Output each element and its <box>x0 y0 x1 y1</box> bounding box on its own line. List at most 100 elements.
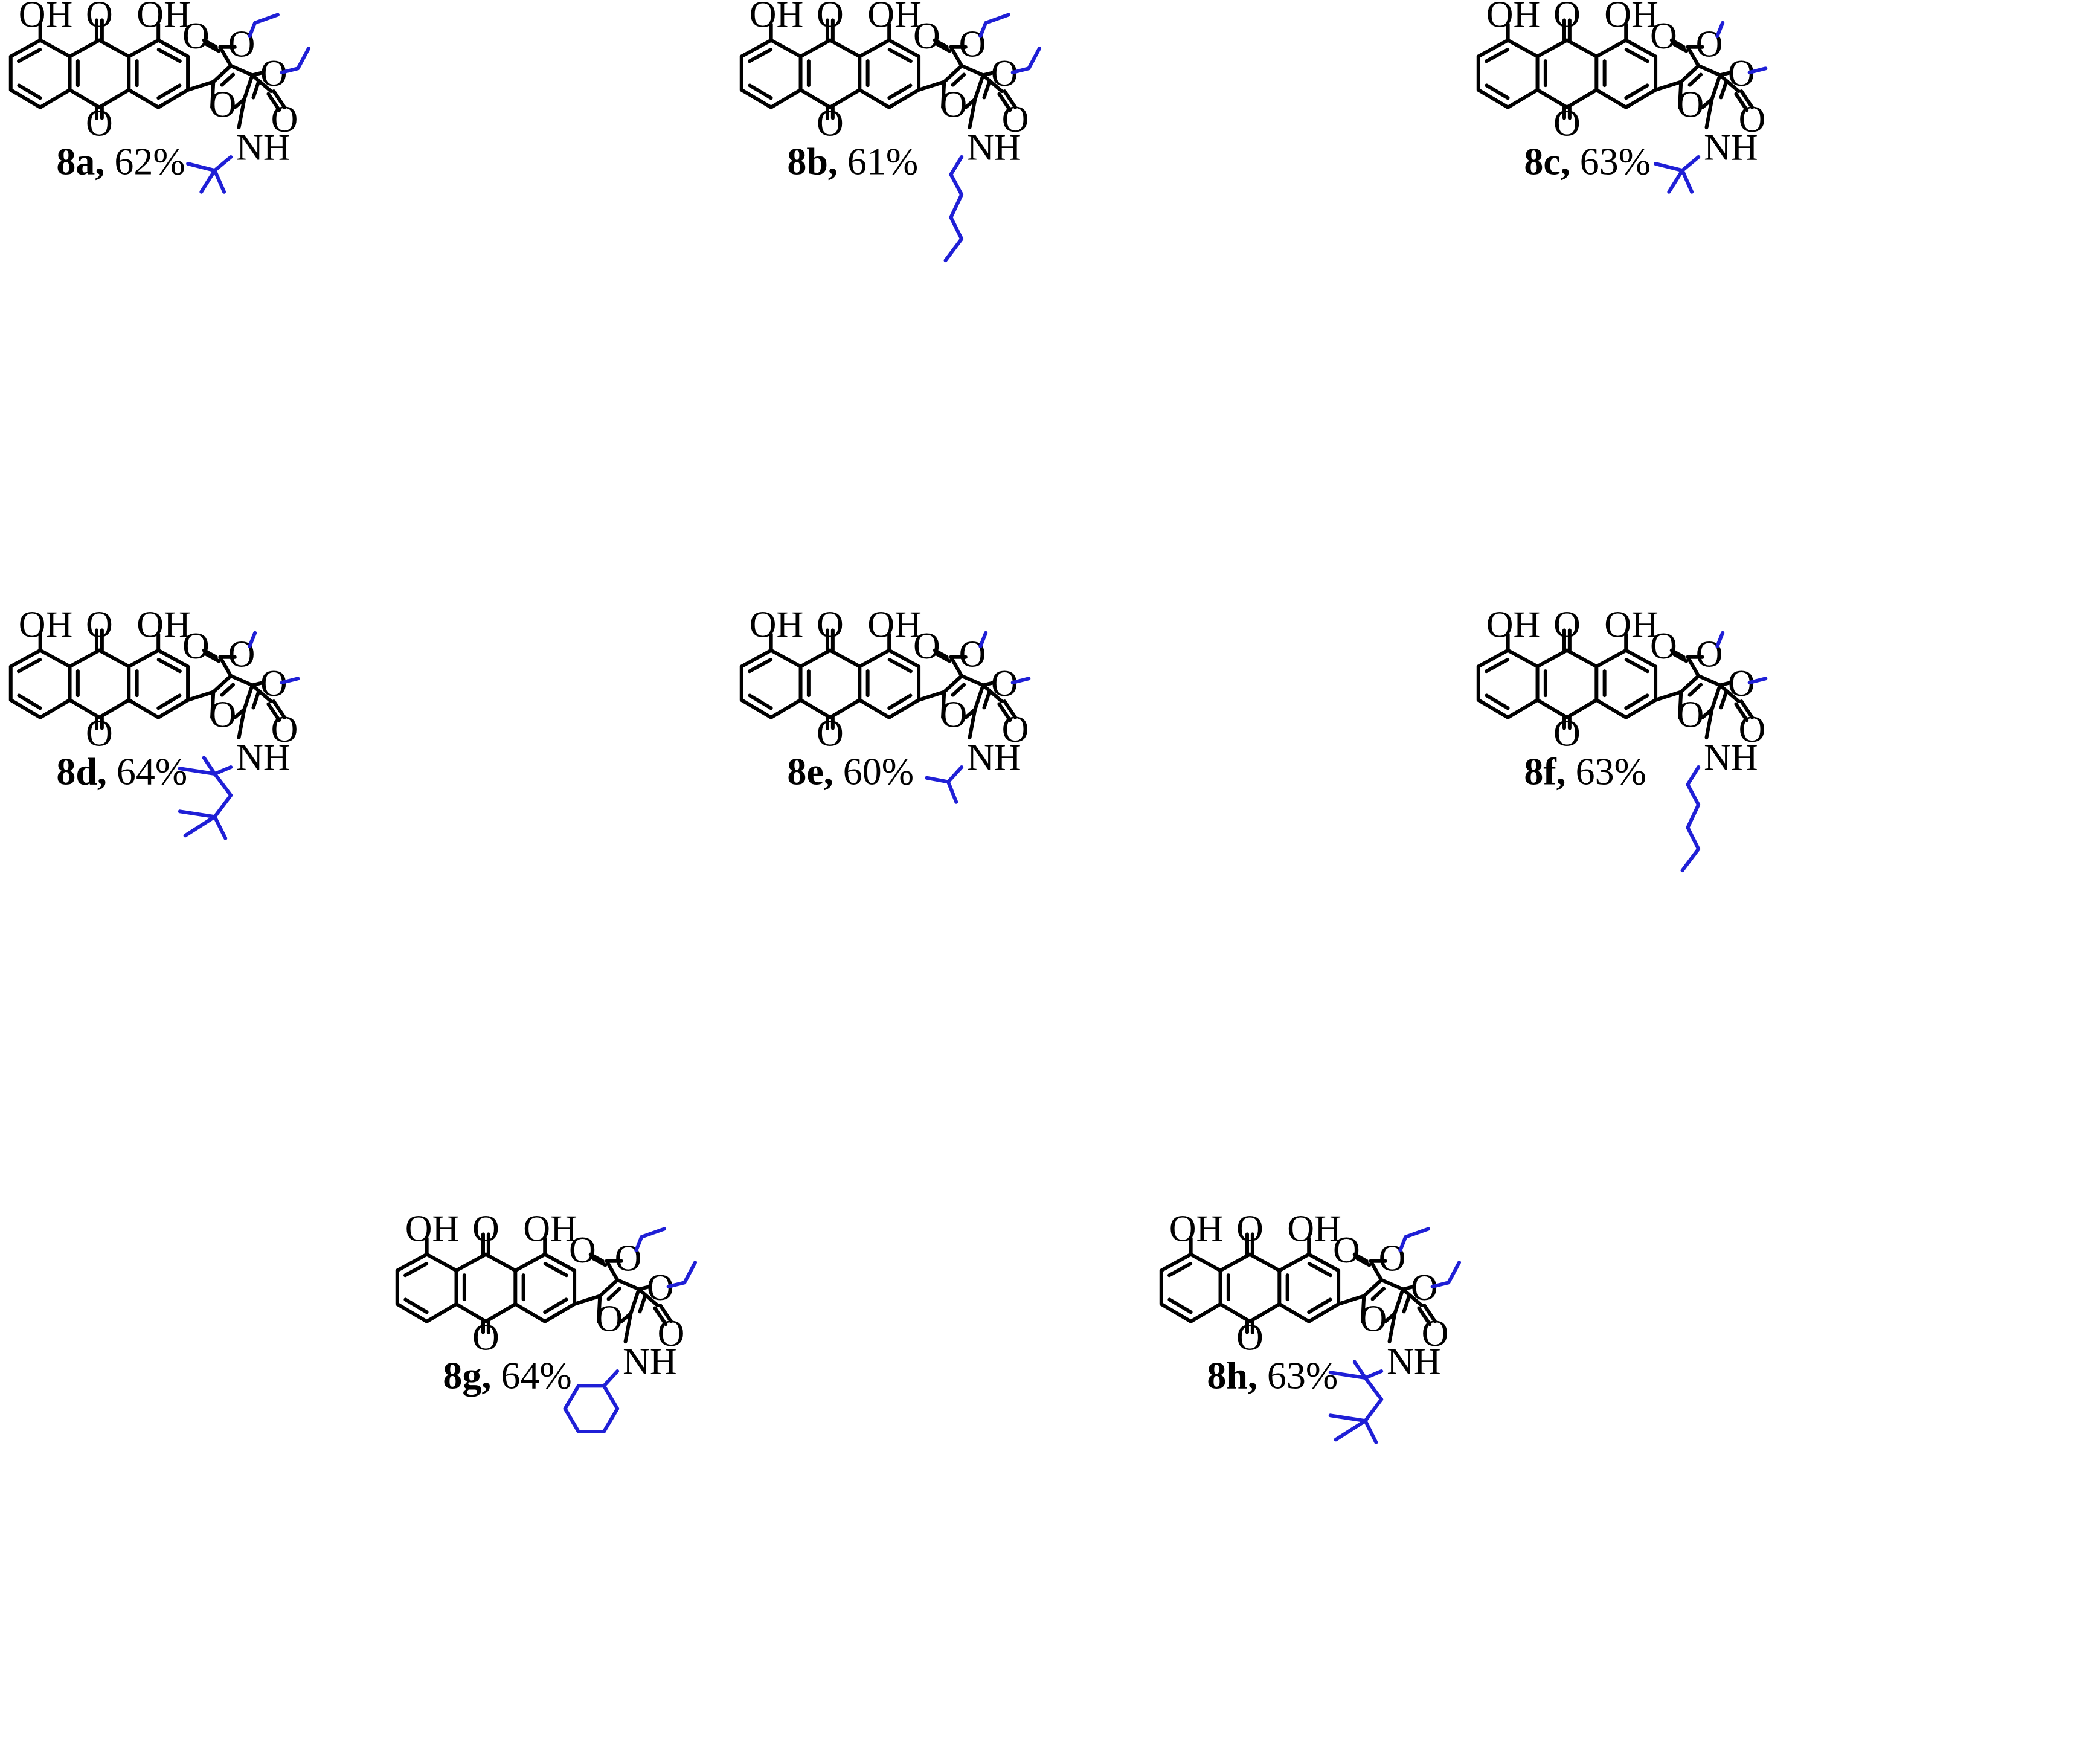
compound-yield: 64% <box>107 750 187 793</box>
compound-caption: 8b, 61% <box>787 140 918 182</box>
tert-octyl-group <box>183 815 217 838</box>
amine-bond <box>623 1311 633 1344</box>
furan-bond <box>597 1294 602 1323</box>
ester-carbonyl-bond <box>1417 1306 1432 1326</box>
furan-double-bond <box>982 690 991 710</box>
furan-bond <box>1361 1294 1366 1323</box>
tert-octyl-group <box>178 809 217 819</box>
left-ring-double-bond <box>748 48 773 63</box>
ester-carbonyl-oxygen: O <box>1422 1313 1449 1354</box>
middle-ring-bond <box>1248 1252 1282 1273</box>
amine-nh-label: NH <box>236 127 291 168</box>
ester-carbonyl-bond <box>1734 702 1749 722</box>
furan-bond <box>210 80 216 109</box>
ester-carbonyl-bond <box>1352 1252 1369 1263</box>
amine-bond <box>968 97 977 130</box>
caption-separator: , <box>1561 140 1570 182</box>
furan-bond <box>1697 674 1722 687</box>
middle-ring-bond <box>828 648 862 669</box>
ester-bond <box>218 655 233 678</box>
ester-carbonyl-bond <box>933 38 949 49</box>
middle-ring-bond <box>97 698 131 719</box>
furan-double-bond <box>606 1287 622 1301</box>
middle-ring-bond <box>68 648 101 669</box>
hydroxyl-label: OH <box>867 0 922 35</box>
methyl-ester-chain <box>1747 66 1768 74</box>
amine-nh-label: NH <box>1387 1341 1441 1382</box>
compound-yield: 61% <box>838 140 918 182</box>
amine-nh-label: NH <box>1704 127 1758 168</box>
furan-bond <box>242 683 254 712</box>
furan-bond <box>242 73 254 101</box>
furan-double-bond <box>220 683 236 697</box>
aryl-furan-bond <box>1654 80 1683 92</box>
tert-octyl-group <box>1363 1376 1384 1401</box>
furan-bond <box>229 674 254 687</box>
furan-double-bond <box>220 72 236 87</box>
amine-bond <box>1704 707 1714 740</box>
furan-bond <box>1710 73 1722 101</box>
middle-ring-bond <box>1565 88 1599 109</box>
ester-carbonyl-oxygen: O <box>1650 16 1677 57</box>
aryl-furan-bond <box>917 80 946 92</box>
furan-bond <box>973 73 985 101</box>
middle-ring-bond <box>68 88 101 109</box>
ester-bond <box>949 655 964 678</box>
left-ring-double-bond <box>1485 658 1510 674</box>
tert-butyl-group <box>1680 169 1694 194</box>
compound-caption: 8c, 63% <box>1524 140 1651 182</box>
ester-carbonyl-bond <box>936 42 952 53</box>
caption-separator: , <box>97 750 107 793</box>
furan-bond <box>1679 63 1701 84</box>
ester-carbonyl-oxygen: O <box>1002 99 1029 140</box>
furan-double-bond <box>638 1294 647 1314</box>
middle-ring-bond <box>798 38 832 59</box>
tert-octyl-group <box>1363 1369 1384 1380</box>
ester-bond <box>981 680 996 687</box>
ethyl-ester-chain <box>666 1260 698 1288</box>
amine-nh-label: NH <box>967 127 1021 168</box>
furan-bond <box>615 1278 641 1291</box>
ester-bond <box>1369 1259 1384 1282</box>
carbonyl-oxygen: O <box>1553 604 1581 645</box>
right-ring-double-bond <box>887 48 913 63</box>
ester-carbonyl-bond <box>1739 89 1755 109</box>
ester-bond <box>1686 45 1701 68</box>
amine-bond <box>237 707 246 740</box>
ester-bond <box>1718 73 1741 94</box>
ester-bond <box>981 70 996 77</box>
ester-carbonyl-bond <box>272 89 287 109</box>
tert-octyl-group <box>213 793 233 819</box>
aryl-furan-bond <box>917 690 946 702</box>
hydroxyl-label: OH <box>136 604 191 645</box>
furan-bond <box>1678 80 1683 109</box>
caption-separator: , <box>1556 750 1566 793</box>
right-ring-double-bond <box>156 48 182 63</box>
tert-butyl-group <box>186 162 217 173</box>
hydroxyl-label: OH <box>1486 0 1541 35</box>
carbonyl-oxygen: O <box>1236 1317 1264 1358</box>
tert-butyl-group <box>1654 162 1684 173</box>
methyl-ester-chain <box>1010 677 1031 684</box>
ethyl-ester-chain <box>280 46 311 74</box>
carbonyl-oxygen: O <box>817 713 844 754</box>
ester-bond <box>250 73 273 94</box>
ester-carbonyl-oxygen: O <box>271 99 298 140</box>
compound-id: 8c <box>1524 140 1560 182</box>
furan-double-bond <box>251 80 260 100</box>
hydroxyl-label: OH <box>405 1208 460 1249</box>
tert-octyl-group <box>202 756 217 776</box>
hydroxyl-label: OH <box>1604 604 1658 645</box>
tert-octyl-group <box>1363 1397 1384 1423</box>
middle-ring-bond <box>68 38 101 59</box>
carbonyl-oxygen: O <box>817 103 844 144</box>
middle-ring-bond <box>1218 1302 1252 1323</box>
left-ring-double-bond <box>17 48 42 63</box>
amine-nh-label: NH <box>236 737 291 778</box>
tert-butyl-group <box>199 169 217 194</box>
